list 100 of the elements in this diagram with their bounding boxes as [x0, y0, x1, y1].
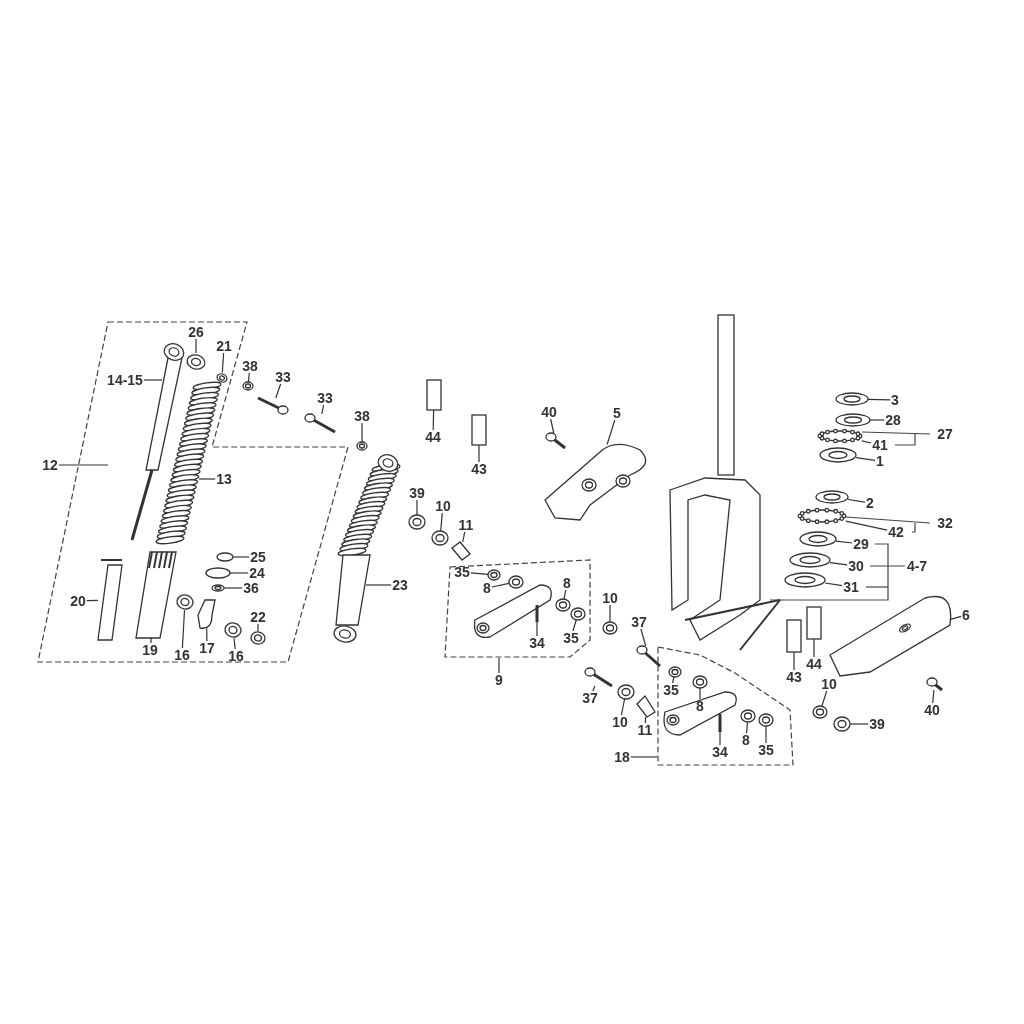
bushing-drawing — [508, 575, 524, 589]
callout-number: 25 — [249, 550, 267, 564]
seal-drawing — [758, 713, 774, 727]
callout-number: 38 — [241, 359, 259, 373]
leader-line — [478, 444, 480, 463]
leader-line — [606, 419, 616, 446]
callout-number: 16 — [227, 649, 245, 663]
callout-number: 43 — [470, 462, 488, 476]
callout-number: 8 — [741, 733, 751, 747]
leader-line — [835, 540, 853, 544]
spacer-drawing — [426, 379, 442, 411]
bearing-cone-drawing — [819, 447, 857, 463]
callout-number: 35 — [662, 683, 680, 697]
callout-number: 40 — [923, 703, 941, 717]
leader-line — [233, 637, 236, 650]
callout-number: 38 — [353, 409, 371, 423]
leader-line — [563, 589, 567, 600]
leader-line — [232, 556, 250, 558]
leader-line — [440, 512, 443, 532]
leader-line — [536, 612, 538, 637]
seal-drawing — [784, 572, 826, 588]
tube-drawing — [97, 559, 123, 641]
leader-line — [181, 609, 186, 649]
washer-drawing — [617, 684, 635, 700]
washer-drawing — [431, 530, 449, 546]
callout-number: 20 — [69, 594, 87, 608]
callout-number: 30 — [847, 559, 865, 573]
nut-drawing — [211, 584, 225, 592]
spacer-drawing — [786, 619, 802, 653]
callout-number: 1 — [875, 454, 885, 468]
leader-line — [699, 687, 701, 700]
leader-line — [321, 404, 325, 415]
leader-line — [609, 604, 611, 623]
leader-line — [498, 657, 500, 674]
nut-drawing — [835, 392, 869, 406]
leader-line — [86, 599, 99, 602]
callout-number: 10 — [611, 715, 629, 729]
grease-nipple-drawing — [718, 714, 722, 732]
leader-line — [869, 419, 885, 421]
callout-number: 36 — [242, 581, 260, 595]
leader-line — [257, 623, 259, 632]
collar-drawing — [216, 373, 228, 383]
callout-number: 28 — [884, 413, 902, 427]
leader-line — [195, 338, 197, 354]
callout-number: 8 — [695, 699, 705, 713]
callout-number: 34 — [528, 636, 546, 650]
leader-line — [855, 457, 876, 461]
bushing-drawing — [555, 598, 571, 612]
leader-line — [672, 676, 675, 684]
bearing-cone-drawing — [815, 490, 849, 504]
leader-line — [746, 721, 749, 734]
leader-line — [550, 418, 555, 434]
callout-number: 22 — [249, 610, 267, 624]
callout-number: 4-7 — [905, 559, 929, 573]
leader-line — [206, 627, 208, 642]
leader-line — [630, 756, 658, 758]
bushing-drawing — [740, 709, 756, 723]
cap-drawing — [216, 552, 234, 562]
leader-line — [644, 716, 647, 724]
bushing-drawing — [186, 354, 206, 370]
callout-number: 18 — [613, 750, 631, 764]
leader-line — [58, 464, 109, 466]
sleeve-drawing — [451, 541, 471, 561]
callout-number: 3 — [890, 393, 900, 407]
bolt-drawing — [636, 645, 661, 668]
callout-number: 14-15 — [106, 373, 144, 387]
leader-line — [247, 372, 250, 383]
callout-number: 33 — [316, 391, 334, 405]
callout-number: 40 — [540, 405, 558, 419]
callout-number: 44 — [805, 657, 823, 671]
leader-line — [143, 379, 163, 381]
callout-number: 31 — [842, 580, 860, 594]
leader-line — [845, 520, 888, 531]
leader-line — [223, 587, 243, 589]
callout-number: 26 — [187, 325, 205, 339]
cover-drawing — [544, 443, 647, 521]
leader-line — [432, 409, 435, 431]
screw-drawing — [926, 677, 943, 692]
bearing-cone-drawing — [799, 531, 837, 547]
callout-number: 29 — [852, 537, 870, 551]
washer-drawing — [812, 705, 828, 719]
leader-line — [221, 352, 225, 374]
leader-line — [275, 383, 282, 399]
leader-line — [150, 637, 152, 644]
leader-line — [824, 582, 843, 587]
callout-number: 35 — [453, 565, 471, 579]
leader-line — [861, 440, 872, 444]
leader-line — [198, 478, 216, 480]
sleeve-drawing — [636, 694, 656, 718]
callout-number: 21 — [215, 339, 233, 353]
callout-number: 39 — [408, 486, 426, 500]
bushing-drawing — [692, 675, 708, 689]
nut-drawing — [356, 441, 368, 451]
leader-line — [829, 562, 848, 566]
leader-line — [491, 582, 510, 588]
leader-line — [620, 698, 626, 716]
leader-line — [592, 685, 596, 692]
callout-number: 44 — [424, 430, 442, 444]
seal-drawing — [789, 552, 831, 568]
callout-number: 11 — [457, 518, 475, 532]
